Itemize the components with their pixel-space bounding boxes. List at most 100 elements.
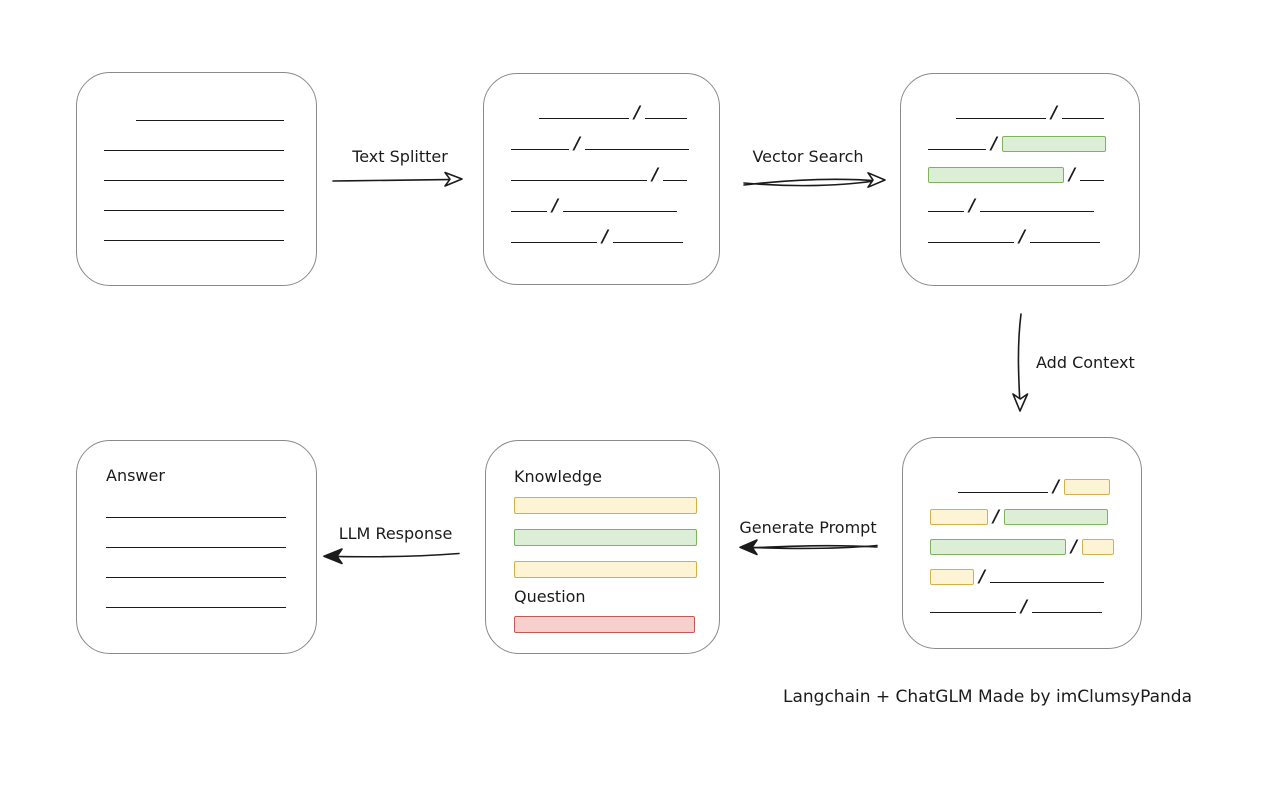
- text-line: [1080, 180, 1105, 181]
- text-line: [104, 210, 284, 211]
- slash-separator: /: [969, 196, 976, 216]
- edge-generate-prompt-label: Generate Prompt: [739, 518, 877, 537]
- text-line: [563, 211, 678, 212]
- slash-separator: /: [1051, 103, 1058, 123]
- knowledge-bars: [514, 497, 697, 578]
- vector-search-lines: / / / / /: [928, 101, 1110, 247]
- edge-llm-response-label: LLM Response: [338, 524, 453, 543]
- chunk-row: /: [930, 565, 1112, 587]
- slash-separator: /: [1019, 227, 1026, 247]
- text-line: [511, 180, 647, 181]
- text-line: [104, 180, 284, 181]
- text-line: [104, 240, 284, 241]
- slash-separator: /: [993, 507, 1000, 527]
- text-line: [928, 242, 1014, 243]
- yellow-chunk-chip: [514, 497, 697, 514]
- answer-label: Answer: [106, 466, 165, 485]
- chunk-row: /: [928, 132, 1110, 154]
- split-chunks-box: / / / / /: [483, 73, 720, 285]
- yellow-chunk-chip: [514, 561, 697, 578]
- edge-add-context-label: Add Context: [1036, 353, 1135, 372]
- text-line: [613, 242, 684, 243]
- text-line: [104, 150, 284, 151]
- text-line: [930, 612, 1016, 613]
- text-line: [990, 582, 1105, 583]
- slash-separator: /: [574, 134, 581, 154]
- text-line: [663, 180, 688, 181]
- chunk-row: [514, 497, 697, 514]
- text-line: [106, 577, 286, 578]
- yellow-chunk-chip: [1064, 479, 1111, 495]
- chunk-row: /: [928, 163, 1110, 185]
- chunk-row: /: [511, 132, 690, 154]
- prompt-box: Knowledge Question: [485, 440, 720, 654]
- chunk-row: /: [930, 475, 1112, 497]
- text-line: [980, 211, 1095, 212]
- chunk-row: /: [511, 101, 690, 123]
- yellow-chunk-chip: [930, 569, 974, 585]
- context-box: / / / / /: [902, 437, 1142, 649]
- green-chunk-chip: [1004, 509, 1109, 525]
- vector-search-arrow: [743, 172, 886, 188]
- chunk-row: /: [928, 194, 1110, 216]
- slash-separator: /: [634, 103, 641, 123]
- chunk-row: [514, 616, 695, 633]
- yellow-chunk-chip: [930, 509, 988, 525]
- edge-vector-search-label: Vector Search: [752, 147, 864, 166]
- text-line: [106, 517, 286, 518]
- slash-separator: /: [991, 134, 998, 154]
- add-context-arrow: [1012, 313, 1029, 412]
- text-line: [136, 120, 284, 121]
- chunk-row: /: [928, 225, 1110, 247]
- chunk-row: /: [928, 101, 1110, 123]
- document-lines: [104, 103, 287, 243]
- slash-separator: /: [1071, 537, 1078, 557]
- text-line: [511, 242, 597, 243]
- chunk-row: [104, 133, 287, 153]
- green-chunk-chip: [1002, 136, 1107, 152]
- text-line: [928, 149, 986, 150]
- context-lines: / / / / /: [930, 475, 1115, 617]
- credit-caption: Langchain + ChatGLM Made by imClumsyPand…: [783, 687, 1192, 707]
- text-line: [106, 607, 286, 608]
- text-line: [106, 547, 286, 548]
- slash-separator: /: [979, 567, 986, 587]
- chunk-row: [104, 223, 287, 243]
- llm-response-arrow: [323, 548, 460, 565]
- generate-prompt-arrow: [739, 539, 878, 556]
- knowledge-label: Knowledge: [514, 467, 602, 486]
- chunk-row: /: [511, 163, 690, 185]
- text-line: [958, 492, 1048, 493]
- slash-separator: /: [552, 196, 559, 216]
- answer-lines: [106, 500, 286, 610]
- yellow-chunk-chip: [1082, 539, 1115, 555]
- chunk-row: /: [930, 505, 1112, 527]
- chunk-row: [514, 561, 697, 578]
- chunk-row: [104, 193, 287, 213]
- slash-separator: /: [602, 227, 609, 247]
- chunk-row: /: [930, 595, 1112, 617]
- green-chunk-chip: [514, 529, 697, 546]
- chunk-row: /: [511, 225, 690, 247]
- chunk-row: [106, 560, 286, 580]
- text-line: [1030, 242, 1101, 243]
- text-line: [1032, 612, 1103, 613]
- slash-separator: /: [652, 165, 659, 185]
- chunk-row: /: [511, 194, 690, 216]
- green-chunk-chip: [930, 539, 1066, 555]
- slash-separator: /: [1021, 597, 1028, 617]
- slash-separator: /: [1053, 477, 1060, 497]
- text-line: [585, 149, 690, 150]
- text-line: [928, 211, 964, 212]
- vector-search-results-box: / / / / /: [900, 73, 1140, 286]
- text-splitter-arrow: [332, 171, 463, 187]
- green-chunk-chip: [928, 167, 1064, 183]
- chunk-row: [106, 590, 286, 610]
- chunk-row: [106, 530, 286, 550]
- answer-box: Answer: [76, 440, 317, 654]
- chunk-row: /: [930, 535, 1115, 557]
- slash-separator: /: [1069, 165, 1076, 185]
- question-bar: [514, 616, 695, 633]
- text-line: [511, 149, 569, 150]
